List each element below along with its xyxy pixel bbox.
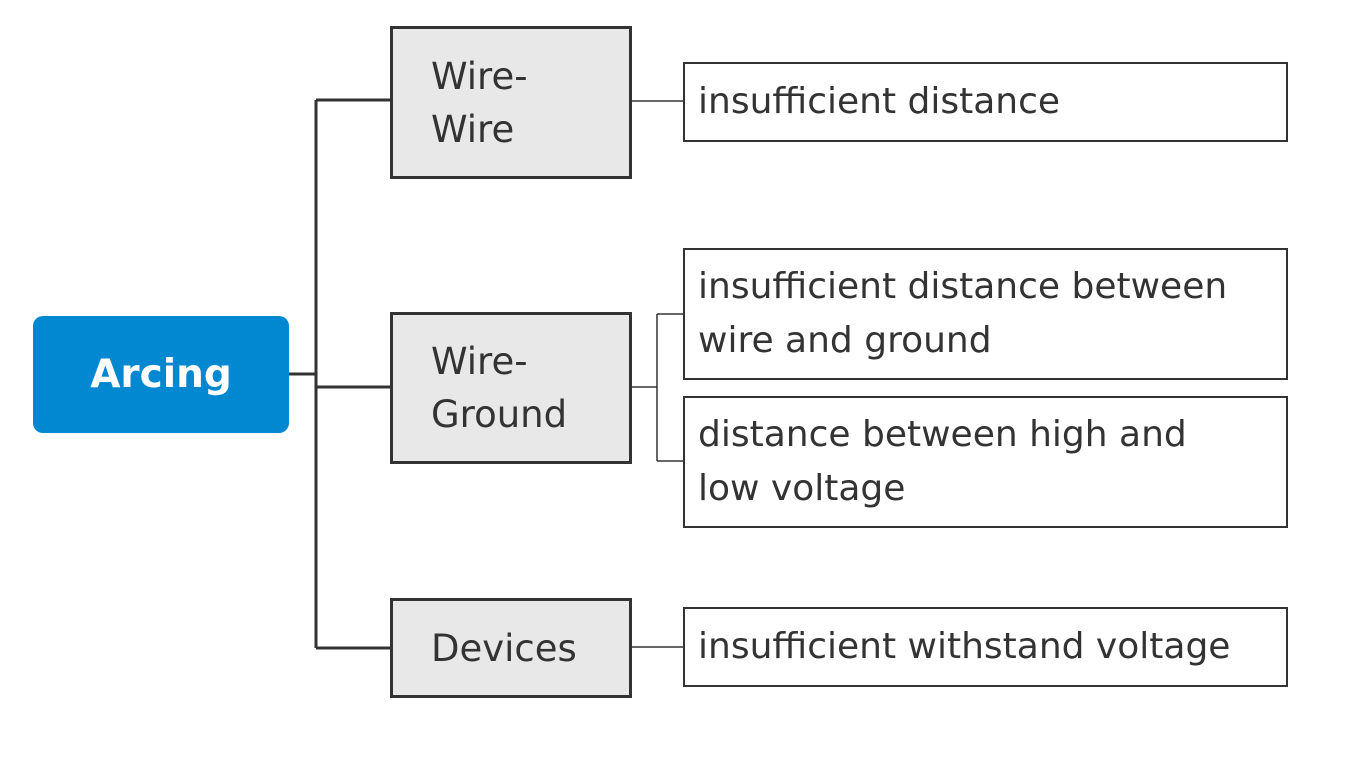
root-branch-connectors bbox=[289, 98, 390, 650]
cause-box-wire-ground-voltage: distance between high and low voltage bbox=[683, 396, 1288, 528]
category-wire-wire: Wire- Wire bbox=[390, 26, 632, 179]
cause-text-line: low voltage bbox=[698, 468, 906, 509]
cause-text-line: insufficient withstand voltage bbox=[698, 626, 1231, 667]
cause-connectors bbox=[632, 100, 683, 648]
category-wire-ground: Wire- Ground bbox=[390, 312, 632, 464]
category-label-line: Devices bbox=[431, 626, 577, 670]
cause-text-line: distance between high and bbox=[698, 414, 1187, 455]
cause-text-line: insufficient distance bbox=[698, 81, 1061, 122]
category-label-line: Wire- bbox=[431, 340, 528, 383]
cause-box-wire-wire: insufficient distance bbox=[683, 62, 1288, 142]
cause-box-devices: insufficient withstand voltage bbox=[683, 607, 1288, 687]
root-label: Arcing bbox=[90, 352, 232, 397]
cause-box-wire-ground-distance: insufficient distance between wire and g… bbox=[683, 248, 1288, 380]
category-devices: Devices bbox=[390, 598, 632, 698]
category-label-line: Wire bbox=[431, 107, 515, 151]
cause-text-line: wire and ground bbox=[698, 320, 992, 361]
category-label-line: Wire- bbox=[431, 54, 528, 98]
cause-text-line: insufficient distance between bbox=[698, 266, 1228, 307]
root-node-arcing: Arcing bbox=[33, 316, 289, 433]
category-label-line: Ground bbox=[431, 393, 568, 436]
